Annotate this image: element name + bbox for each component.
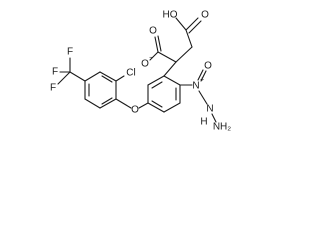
carboxylate-carbonyl-oxygen-label: O	[149, 26, 157, 37]
bond	[149, 51, 159, 61]
bond	[188, 20, 202, 34]
bond	[69, 71, 86, 82]
chemical-structure-diagram: HO O O O − Cl F F F O N + O N H NH₂	[50, 10, 231, 133]
atom-labels: HO O O O − Cl F F F O N + O N H NH₂	[50, 10, 231, 133]
bond-double-inner	[151, 81, 163, 89]
fluorine-label: F	[67, 47, 73, 58]
bond-double-inner	[151, 100, 163, 108]
bond	[99, 98, 117, 109]
positive-charge-label: +	[200, 77, 204, 84]
nitroso-oxygen-label: O	[204, 61, 212, 72]
carboxylate-oxygen-label: O	[141, 59, 149, 70]
bond-double-inner	[101, 97, 113, 105]
bond	[147, 75, 165, 86]
negative-charge-label: −	[149, 55, 153, 62]
bond	[200, 70, 207, 82]
bond	[84, 71, 101, 82]
bond	[157, 35, 162, 52]
bond	[115, 75, 125, 82]
ether-oxygen-label: O	[131, 105, 139, 116]
bond	[84, 98, 101, 109]
bond	[138, 102, 149, 109]
bond	[147, 102, 165, 113]
hydrazine-nitrogen-label: N	[206, 104, 213, 115]
bond	[163, 75, 181, 86]
hydroxyl-label: HO	[163, 10, 178, 21]
carbonyl-oxygen-label: O	[201, 10, 209, 21]
bond	[163, 61, 177, 77]
bond	[99, 71, 117, 82]
bond	[185, 29, 193, 48]
bond	[57, 71, 71, 85]
bond	[163, 102, 181, 113]
bond-double-inner	[101, 75, 113, 83]
bond	[197, 69, 204, 81]
bond	[175, 46, 193, 63]
bond	[175, 17, 187, 31]
fluorine-label: F	[52, 67, 58, 78]
bond	[211, 113, 217, 123]
chlorine-label: Cl	[126, 68, 135, 79]
nitrogen-plus-label: N	[192, 81, 199, 92]
bonds	[57, 17, 217, 123]
bond	[185, 17, 199, 31]
bond	[198, 90, 208, 105]
bond	[115, 98, 132, 109]
bond	[157, 51, 177, 63]
fluorine-label: F	[50, 83, 56, 94]
hydrogen-label: H	[200, 117, 207, 128]
amino-group-label: NH₂	[213, 122, 231, 133]
bond	[154, 36, 159, 53]
